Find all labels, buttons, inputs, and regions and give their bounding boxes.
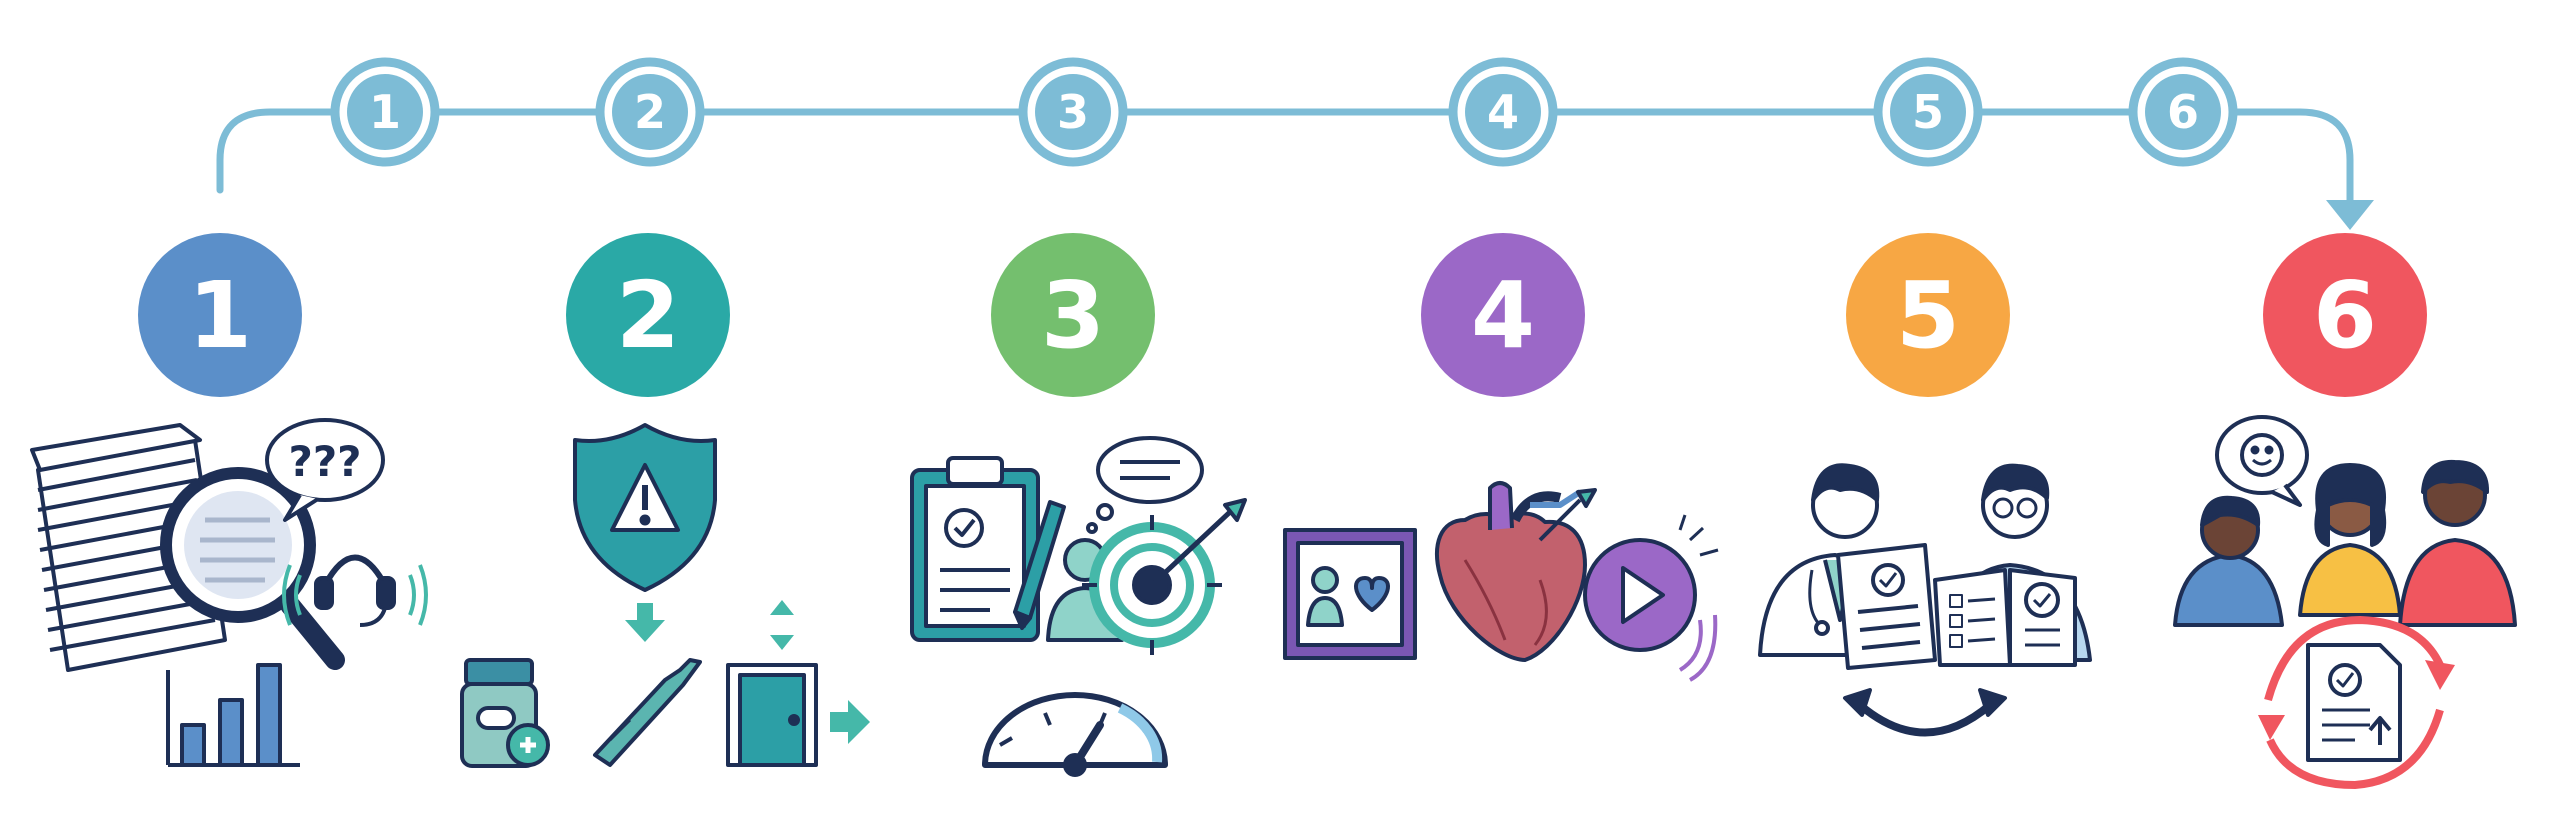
timeline-node-1: 1 <box>330 57 440 167</box>
bar-chart-icon <box>166 663 300 767</box>
down-arrow-icon <box>625 603 665 642</box>
question-bubble-text: ??? <box>288 437 361 486</box>
question-bubble-icon: ??? <box>265 418 385 522</box>
step-badge-2: 2 <box>566 233 730 397</box>
step-3-illustration <box>910 436 1247 777</box>
timeline-node-label: 6 <box>2167 85 2199 139</box>
step-4-illustration <box>1283 481 1719 682</box>
timeline-arrowhead <box>2326 200 2374 230</box>
step-badge-5: 5 <box>1846 233 2010 397</box>
swap-arrows-icon <box>1843 688 2007 737</box>
timeline-node-label: 5 <box>1912 85 1944 139</box>
step-number: 5 <box>1896 262 1960 369</box>
timeline-node-label: 1 <box>369 85 401 139</box>
step-number: 6 <box>2313 262 2377 369</box>
play-button-icon <box>1583 514 1719 682</box>
step-5-illustration <box>1758 463 2092 737</box>
medication-bottle-icon <box>460 658 550 768</box>
step-number: 4 <box>1471 262 1535 369</box>
family-person-right-icon <box>2398 459 2517 627</box>
timeline-line <box>216 108 2354 219</box>
photo-frame-icon <box>1283 528 1417 660</box>
step-badges: 1 2 3 4 5 6 <box>138 233 2427 397</box>
pen-icon <box>1013 500 1066 630</box>
refresh-document-icon <box>2258 616 2455 789</box>
clipboard-icon <box>910 456 1040 642</box>
warning-shield-icon <box>573 423 717 592</box>
step-badge-1: 1 <box>138 233 302 397</box>
timeline-node-5: 5 <box>1873 57 1983 167</box>
step-number: 2 <box>616 262 680 369</box>
step-1-illustration: ??? <box>30 418 428 767</box>
step-6-illustration <box>2173 415 2517 789</box>
headset-icon <box>282 554 428 627</box>
checklist-document-icon <box>1836 543 1937 670</box>
timeline-node-label: 2 <box>634 85 666 139</box>
step-badge-4: 4 <box>1421 233 1585 397</box>
family-person-left-icon <box>2173 495 2284 627</box>
exit-door-icon <box>726 600 870 767</box>
step-2-illustration <box>460 423 870 768</box>
open-book-icon <box>1933 568 2077 667</box>
timeline-node-4: 4 <box>1448 57 1558 167</box>
step-badge-6: 6 <box>2263 233 2427 397</box>
step-number: 3 <box>1041 262 1105 369</box>
target-icon <box>1082 498 1247 655</box>
timeline-node-label: 4 <box>1487 85 1519 139</box>
heart-anatomy-icon <box>1435 481 1597 662</box>
smiley-bubble-icon <box>2215 415 2309 507</box>
timeline-node-3: 3 <box>1018 57 1128 167</box>
timeline-node-2: 2 <box>595 57 705 167</box>
step-badge-3: 3 <box>991 233 1155 397</box>
step-number: 1 <box>188 262 252 369</box>
family-person-middle-icon <box>2298 463 2402 617</box>
magnifying-glass-icon <box>160 467 345 670</box>
timeline: 1 2 3 4 5 6 <box>216 57 2374 230</box>
timeline-node-label: 3 <box>1057 85 1089 139</box>
timeline-node-6: 6 <box>2128 57 2238 167</box>
thought-bubble-icon <box>1086 436 1204 534</box>
speedometer-gauge-icon <box>982 692 1168 777</box>
scalpel-icon <box>593 658 702 767</box>
